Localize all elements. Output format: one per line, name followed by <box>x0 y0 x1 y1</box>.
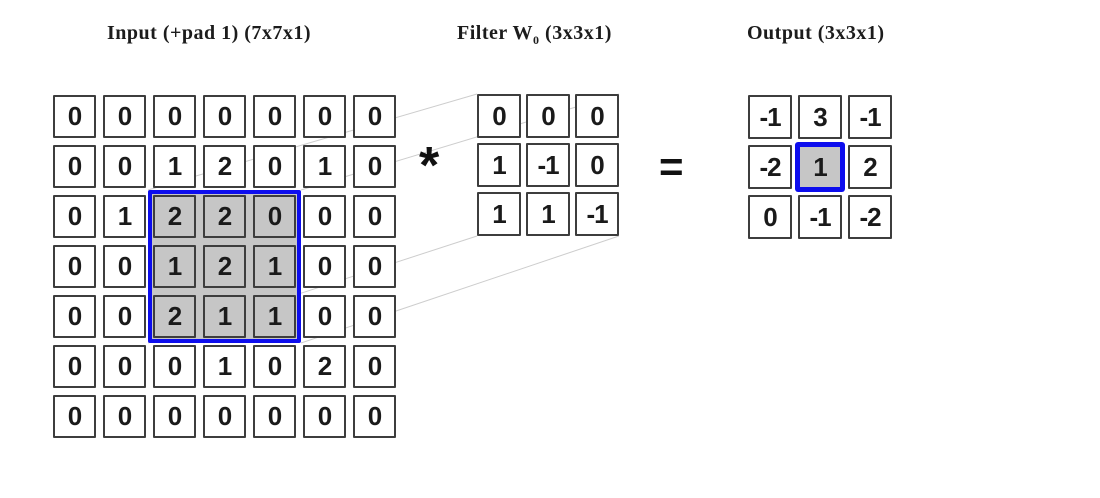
input-cell-r0-c5: 0 <box>303 95 346 138</box>
output-cell-r0-c2: -1 <box>848 95 892 139</box>
input-cell-r1-c1: 0 <box>103 145 146 188</box>
filter-title-prefix: Filter W <box>457 22 534 44</box>
output-cell-r2-c0: 0 <box>748 195 792 239</box>
input-cell-r4-c2: 2 <box>153 295 196 338</box>
output-cell-r1-c0: -2 <box>748 145 792 189</box>
output-cell-r1-c1: 1 <box>798 145 842 189</box>
input-cell-r3-c1: 0 <box>103 245 146 288</box>
filter-title-suffix: (3x3x1) <box>539 22 612 44</box>
input-cell-r6-c3: 0 <box>203 395 246 438</box>
output-cell-r0-c0: -1 <box>748 95 792 139</box>
output-title: Output (3x3x1) <box>747 22 885 44</box>
input-cell-r3-c3: 2 <box>203 245 246 288</box>
input-cell-r0-c0: 0 <box>53 95 96 138</box>
input-cell-r2-c6: 0 <box>353 195 396 238</box>
input-cell-r6-c6: 0 <box>353 395 396 438</box>
input-cell-r6-c1: 0 <box>103 395 146 438</box>
filter-cell-r0-c0: 0 <box>477 94 521 138</box>
input-cell-r3-c5: 0 <box>303 245 346 288</box>
input-cell-r0-c4: 0 <box>253 95 296 138</box>
input-cell-r3-c6: 0 <box>353 245 396 288</box>
input-cell-r4-c4: 1 <box>253 295 296 338</box>
input-cell-r6-c0: 0 <box>53 395 96 438</box>
convolution-operator: * <box>419 137 440 195</box>
output-cell-r1-c2: 2 <box>848 145 892 189</box>
filter-title-subscript: 0 <box>533 33 540 47</box>
input-cell-r4-c0: 0 <box>53 295 96 338</box>
equals-operator: = <box>659 143 683 190</box>
input-cell-r2-c2: 2 <box>153 195 196 238</box>
input-cell-r5-c1: 0 <box>103 345 146 388</box>
input-cell-r0-c3: 0 <box>203 95 246 138</box>
input-cell-r5-c0: 0 <box>53 345 96 388</box>
filter-cell-r1-c1: -1 <box>526 143 570 187</box>
input-cell-r0-c6: 0 <box>353 95 396 138</box>
filter-cell-r2-c1: 1 <box>526 192 570 236</box>
input-cell-r6-c2: 0 <box>153 395 196 438</box>
input-cell-r3-c0: 0 <box>53 245 96 288</box>
input-cell-r0-c1: 0 <box>103 95 146 138</box>
input-cell-r2-c0: 0 <box>53 195 96 238</box>
filter-cell-r1-c0: 1 <box>477 143 521 187</box>
input-cell-r2-c4: 0 <box>253 195 296 238</box>
input-title: Input (+pad 1) (7x7x1) <box>107 22 312 44</box>
output-cell-r2-c2: -2 <box>848 195 892 239</box>
filter-cell-r1-c2: 0 <box>575 143 619 187</box>
input-cell-r1-c3: 2 <box>203 145 246 188</box>
input-cell-r1-c5: 1 <box>303 145 346 188</box>
filter-cell-r2-c0: 1 <box>477 192 521 236</box>
input-cell-r2-c5: 0 <box>303 195 346 238</box>
output-cell-r2-c1: -1 <box>798 195 842 239</box>
input-cell-r5-c2: 0 <box>153 345 196 388</box>
input-cell-r4-c6: 0 <box>353 295 396 338</box>
input-cell-r2-c3: 2 <box>203 195 246 238</box>
input-cell-r5-c6: 0 <box>353 345 396 388</box>
output-cell-r0-c1: 3 <box>798 95 842 139</box>
input-cell-r2-c1: 1 <box>103 195 146 238</box>
input-cell-r3-c2: 1 <box>153 245 196 288</box>
input-cell-r4-c5: 0 <box>303 295 346 338</box>
input-cell-r0-c2: 0 <box>153 95 196 138</box>
filter-cell-r2-c2: -1 <box>575 192 619 236</box>
input-cell-r5-c5: 2 <box>303 345 346 388</box>
input-cell-r5-c4: 0 <box>253 345 296 388</box>
input-cell-r4-c1: 0 <box>103 295 146 338</box>
input-cell-r6-c4: 0 <box>253 395 296 438</box>
filter-title: Filter W0 (3x3x1) <box>457 22 612 48</box>
input-cell-r6-c5: 0 <box>303 395 346 438</box>
input-cell-r3-c4: 1 <box>253 245 296 288</box>
input-cell-r1-c2: 1 <box>153 145 196 188</box>
input-cell-r1-c0: 0 <box>53 145 96 188</box>
input-cell-r4-c3: 1 <box>203 295 246 338</box>
filter-cell-r0-c2: 0 <box>575 94 619 138</box>
input-cell-r5-c3: 1 <box>203 345 246 388</box>
input-cell-r1-c6: 0 <box>353 145 396 188</box>
input-cell-r1-c4: 0 <box>253 145 296 188</box>
filter-cell-r0-c1: 0 <box>526 94 570 138</box>
